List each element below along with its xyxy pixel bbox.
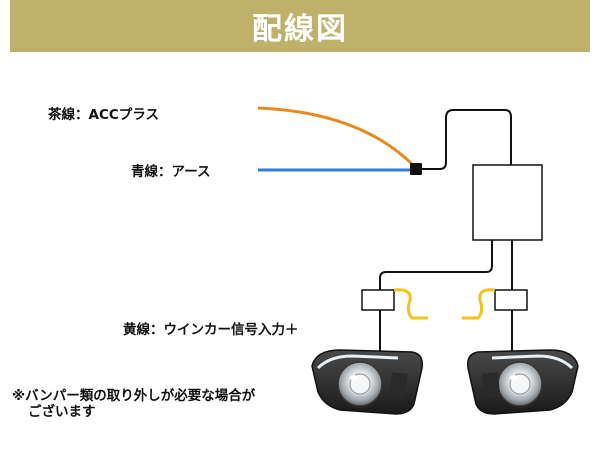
ground-wire-label: 青線：アース xyxy=(131,164,211,180)
removal-note: ※バンパー類の取り外しが必要な場合が ございます xyxy=(12,388,255,420)
acc-wire xyxy=(257,106,416,168)
removal-note-line1: ※バンパー類の取り外しが必要な場合が xyxy=(12,388,256,404)
controller-feed-wire xyxy=(422,109,512,170)
acc-wire-label: 茶線：ACCプラス xyxy=(48,107,159,123)
turn-signal-wire-label: 黄線：ウインカー信号入力＋ xyxy=(123,322,299,338)
junction-connector xyxy=(410,163,422,175)
left-relay-box xyxy=(361,289,395,311)
right-fog-lamp xyxy=(466,349,579,415)
left-fog-lamp xyxy=(311,349,424,415)
controller-left-output-wire xyxy=(379,240,493,290)
left-signal-wire xyxy=(393,288,428,320)
right-signal-wire xyxy=(462,288,496,320)
header-bar: 配線図 xyxy=(10,0,590,52)
right-relay-box xyxy=(494,289,528,311)
removal-note-line2: ございます xyxy=(28,404,96,420)
controller-box xyxy=(472,164,543,241)
page-title: 配線図 xyxy=(252,12,348,47)
